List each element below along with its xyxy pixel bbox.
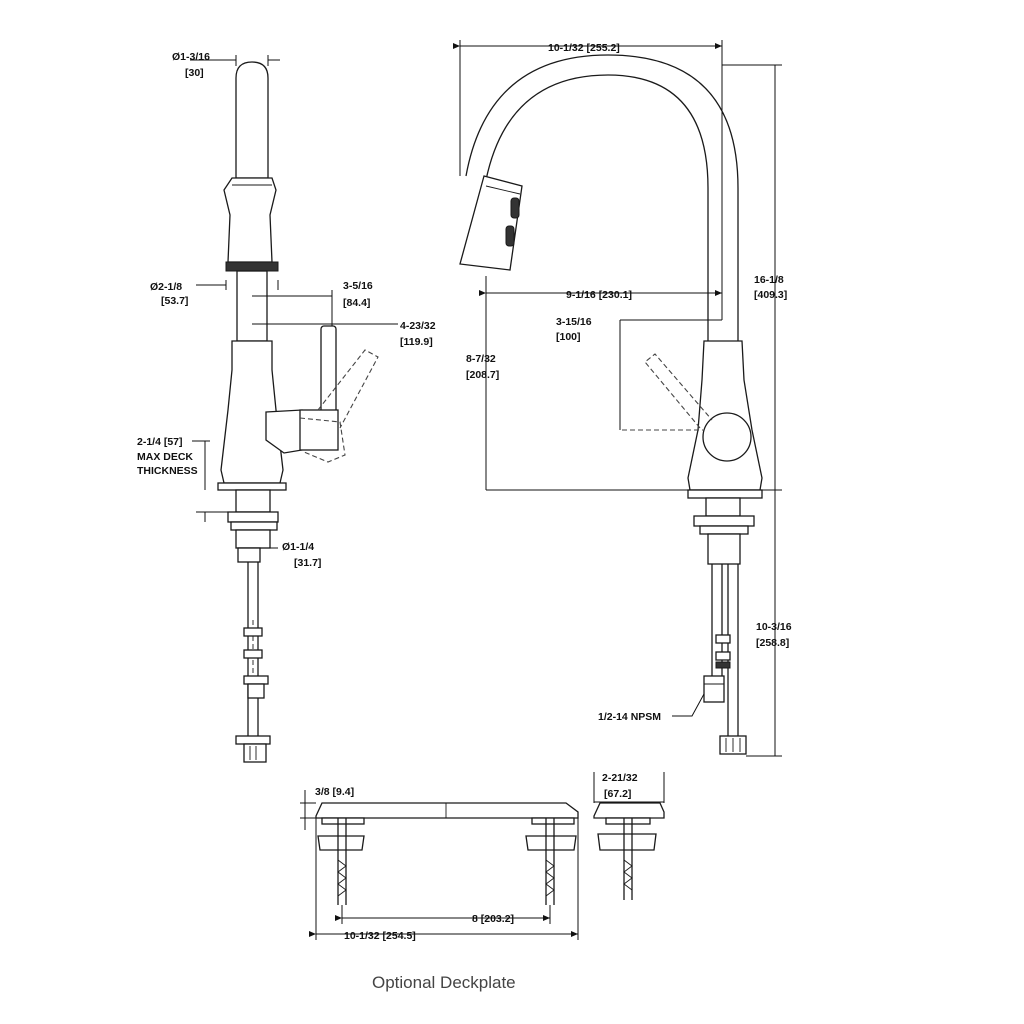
side-handle-reach-label: 4-23/32	[400, 320, 436, 332]
front-overall-height-label: 16-1/8	[754, 274, 784, 286]
deckplate-hole-spacing-label: 8 [203.2]	[472, 913, 514, 925]
side-top-diameter-mm-label: [30]	[185, 67, 204, 79]
deckplate-caption: Optional Deckplate	[372, 973, 516, 992]
front-spout-reach-label: 9-1/16 [230.1]	[566, 289, 632, 301]
front-view-faucet	[459, 54, 763, 755]
front-handle-clearance-mm-label: [100]	[556, 331, 581, 343]
front-supply-length-mm-label: [258.8]	[756, 637, 789, 649]
front-view-dimensions	[453, 40, 782, 757]
side-handle-offset-mm-label: [84.4]	[343, 297, 370, 309]
deckplate-drawing	[315, 802, 665, 905]
front-supply-length-label: 10-3/16	[756, 621, 792, 633]
deckplate-width-label: 2-21/32	[602, 772, 638, 784]
side-view-faucet	[217, 61, 379, 763]
side-handle-offset-label: 3-5/16	[343, 280, 373, 292]
side-view-dimensions	[190, 55, 398, 549]
front-overall-height-mm-label: [409.3]	[754, 289, 787, 301]
front-overall-width-label: 10-1/32 [255.2]	[548, 42, 620, 54]
front-connection-label: 1/2-14 NPSM	[598, 711, 661, 723]
side-deck-thickness-label: 2-1/4 [57]	[137, 436, 183, 448]
front-spout-height-mm-label: [208.7]	[466, 369, 499, 381]
side-spray-diameter-mm-label: [53.7]	[161, 295, 188, 307]
deckplate-width-mm-label: [67.2]	[604, 788, 631, 800]
deckplate-length-label: 10-1/32 [254.5]	[344, 930, 416, 942]
side-shank-diameter-label: Ø1-1/4	[282, 541, 314, 553]
deckplate-thickness-label: 3/8 [9.4]	[315, 786, 354, 798]
side-handle-reach-mm-label: [119.9]	[400, 336, 433, 348]
side-deck-note-1-label: MAX DECK	[137, 451, 193, 463]
deckplate-dimensions	[300, 772, 665, 940]
front-handle-clearance-label: 3-15/16	[556, 316, 592, 328]
side-shank-diameter-mm-label: [31.7]	[294, 557, 321, 569]
side-deck-note-2-label: THICKNESS	[137, 465, 198, 477]
side-spray-diameter-label: Ø2-1/8	[150, 281, 182, 293]
front-spout-height-label: 8-7/32	[466, 353, 496, 365]
side-top-diameter-label: Ø1-3/16	[172, 51, 210, 63]
